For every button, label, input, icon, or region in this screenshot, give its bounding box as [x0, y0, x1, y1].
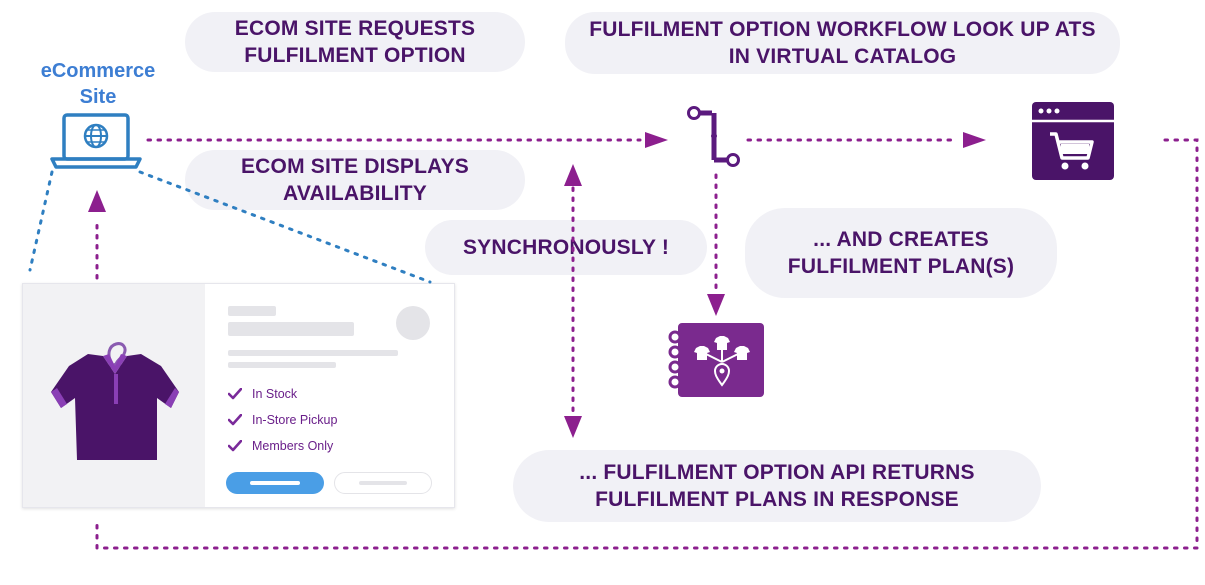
title-placeholder: [228, 306, 276, 316]
availability-in-store-pickup-label: In-Store Pickup: [252, 413, 338, 427]
fulfilment-plan-notebook-icon: [668, 323, 764, 397]
shirt-on-hanger-icon: [51, 342, 179, 460]
availability-in-stock-label: In Stock: [252, 387, 298, 401]
blue-dotted-line-right: [138, 170, 432, 284]
bubble-synchronously: SYNCHRONOUSLY !: [425, 220, 707, 275]
sync-arrow-head-up: [564, 164, 582, 186]
request-arrow-head: [645, 132, 668, 148]
desc-placeholder-2: [228, 362, 336, 368]
bubble-ecom-site-displays-text: ECOM SITE DISPLAYS AVAILABILITY: [240, 155, 470, 205]
bubble-creates-plan-text: ... AND CREATES FULFILMENT PLAN(S): [787, 228, 1015, 278]
checkmark-icon: [228, 440, 242, 452]
ecommerce-site-label: eCommerce Site: [40, 60, 156, 108]
create-plan-arrow-head: [707, 294, 725, 316]
avatar-placeholder: [396, 306, 430, 340]
blue-dotted-line-left: [28, 170, 54, 272]
product-image-panel: [23, 284, 205, 507]
sync-arrow-head-down: [564, 416, 582, 438]
bubble-ecom-site-displays: ECOM SITE DISPLAYS AVAILABILITY: [185, 150, 525, 210]
secondary-action-button[interactable]: [334, 472, 432, 494]
availability-members-only: Members Only: [228, 436, 333, 456]
availability-members-only-label: Members Only: [252, 439, 334, 453]
availability-in-stock: In Stock: [228, 384, 297, 404]
lookup-arrow-head: [963, 132, 986, 148]
bubble-creates-plan: ... AND CREATES FULFILMENT PLAN(S): [745, 208, 1057, 298]
checkmark-icon: [228, 388, 242, 400]
bubble-ecom-site-requests-text: ECOM SITE REQUESTS FULFILMENT OPTION: [234, 17, 476, 67]
availability-in-store-pickup: In-Store Pickup: [228, 410, 337, 430]
bubble-workflow-lookup-text: FULFILMENT OPTION WORKFLOW LOOK UP ATS I…: [589, 18, 1096, 68]
checkmark-icon: [228, 414, 242, 426]
bubble-workflow-lookup: FULFILMENT OPTION WORKFLOW LOOK UP ATS I…: [565, 12, 1120, 74]
bubble-ecom-site-requests: ECOM SITE REQUESTS FULFILMENT OPTION: [185, 12, 525, 72]
product-card: In Stock In-Store Pickup Members Only: [22, 283, 455, 508]
workflow-branch-icon: [687, 106, 740, 167]
return-to-site-arrow-head: [88, 190, 106, 212]
bubble-api-returns-text: ... FULFILMENT OPTION API RETURNS FULFIL…: [579, 461, 975, 511]
name-placeholder: [228, 322, 354, 336]
primary-action-button[interactable]: [226, 472, 324, 494]
desc-placeholder-1: [228, 350, 398, 356]
laptop-globe-icon: [50, 113, 142, 169]
shopping-cart-browser-icon: [1032, 102, 1114, 180]
bubble-api-returns: ... FULFILMENT OPTION API RETURNS FULFIL…: [513, 450, 1041, 522]
return-loop-line: [95, 138, 1199, 550]
bubble-synchronously-text: SYNCHRONOUSLY !: [462, 236, 670, 259]
